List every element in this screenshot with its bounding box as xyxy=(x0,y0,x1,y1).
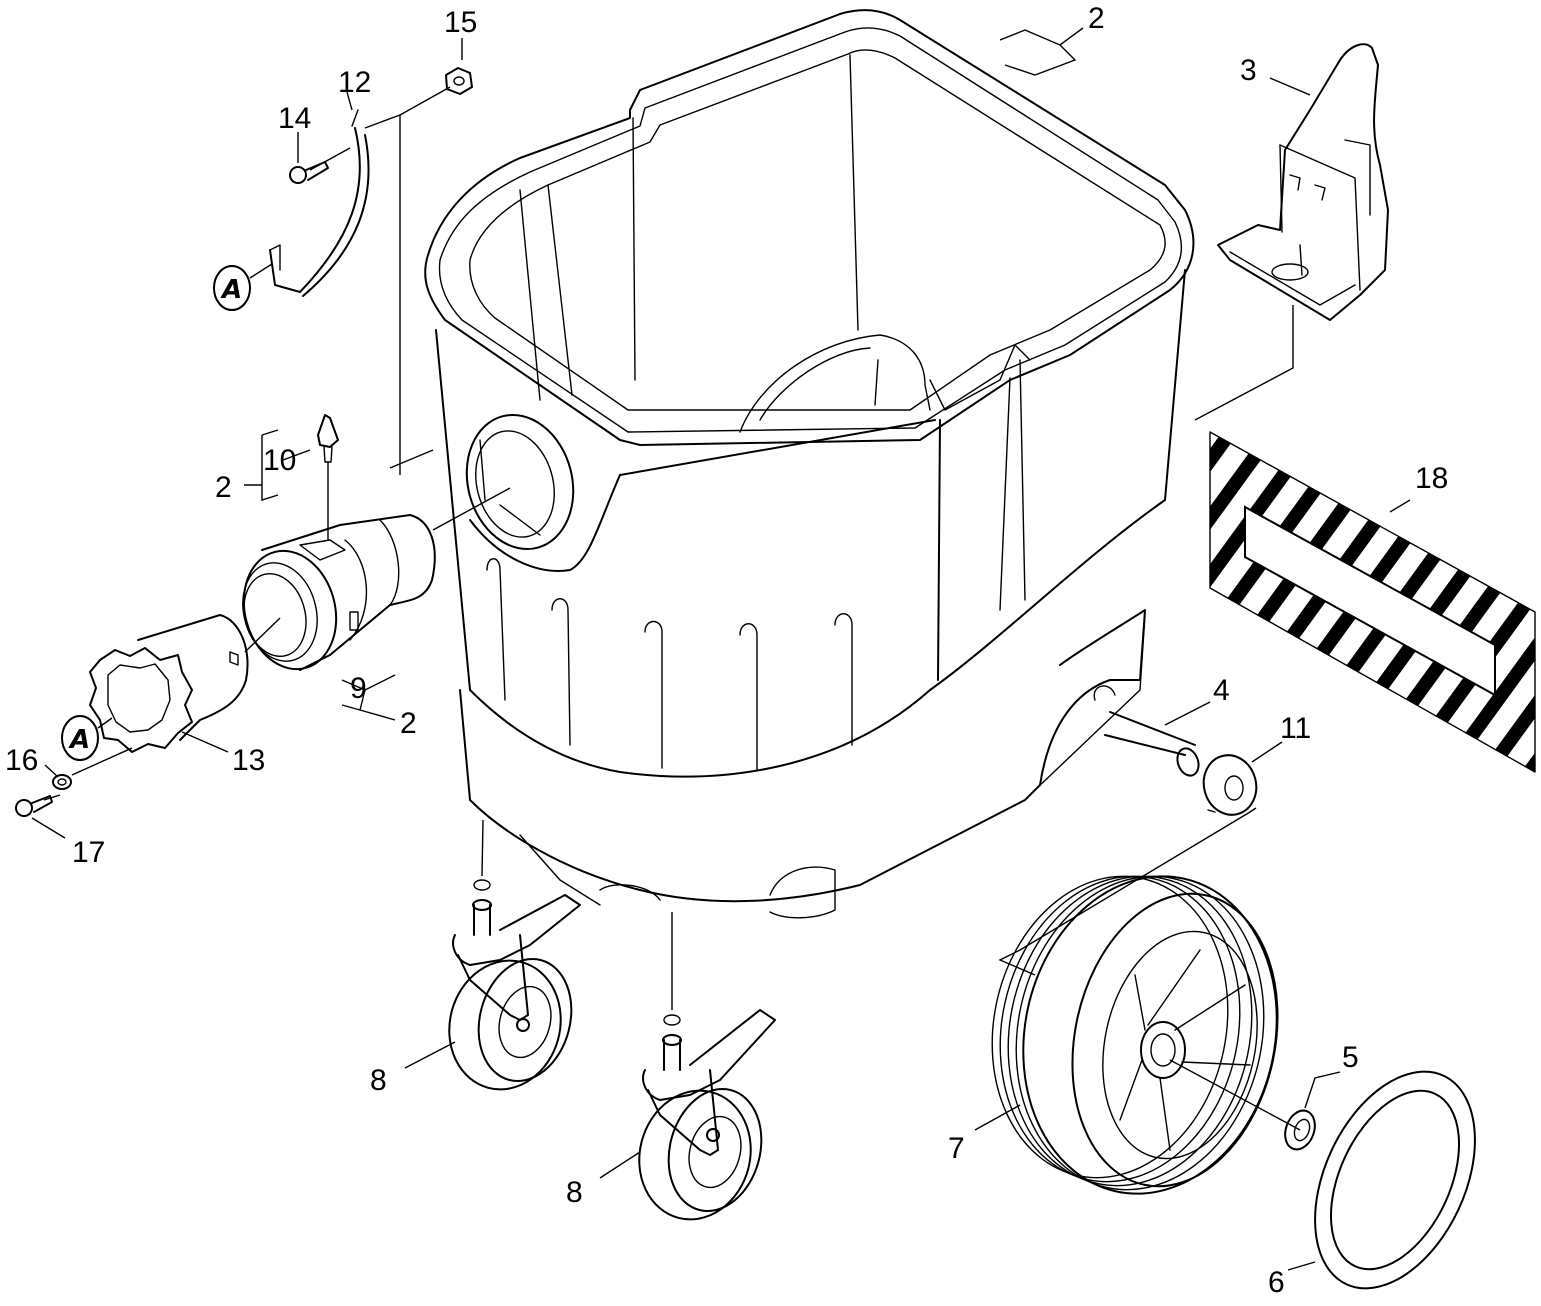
callout-12: 12 xyxy=(338,66,371,99)
callout-2-ten: 2 xyxy=(215,471,232,504)
callout-5: 5 xyxy=(1342,1041,1359,1074)
callout-11: 11 xyxy=(1280,712,1311,745)
callout-8-left: 8 xyxy=(370,1064,387,1097)
hazard-stripe xyxy=(814,380,1151,820)
callout-2-top: 2 xyxy=(1088,2,1105,35)
callout-13: 13 xyxy=(232,744,265,777)
hazard-stripe xyxy=(1210,432,1319,772)
hazard-stripe xyxy=(1210,432,1277,772)
leader-lines xyxy=(31,27,1411,1271)
callout-2-nine: 2 xyxy=(400,707,417,740)
part-8-castor-right xyxy=(638,1009,776,1221)
part-14-screw xyxy=(289,161,329,184)
callout-18: 18 xyxy=(1415,462,1448,495)
detail-mark-upper: A xyxy=(213,263,273,311)
callout-8-right: 8 xyxy=(566,1176,583,1209)
callout-17: 17 xyxy=(72,836,105,869)
part-4-axle xyxy=(1104,711,1200,777)
part-17-screw xyxy=(15,795,53,817)
part-12-clip xyxy=(269,109,370,297)
hazard-stripe xyxy=(1210,432,1361,772)
part-7-wheel xyxy=(991,875,1279,1195)
part-15-nut xyxy=(445,67,473,95)
hazard-stripe xyxy=(1402,432,1535,772)
part-8-castor-left xyxy=(448,879,581,1091)
detail-mark-upper-text: A xyxy=(220,275,242,305)
detail-mark-lower-text: A xyxy=(68,725,90,755)
callout-numbers: 2 3 18 4 11 5 6 7 8 8 9 2 10 2 12 13 14 … xyxy=(5,2,1448,1299)
hazard-stripe xyxy=(1444,432,1535,772)
part-16-washer xyxy=(52,774,72,790)
callout-14: 14 xyxy=(278,102,311,135)
callout-6: 6 xyxy=(1268,1266,1285,1299)
callout-9: 9 xyxy=(350,672,367,705)
callout-10: 10 xyxy=(263,444,296,477)
part-11-spacer xyxy=(1202,754,1258,816)
part-3-holder xyxy=(1217,43,1389,321)
part-13-retaining-nut xyxy=(89,614,249,753)
detail-mark-lower: A xyxy=(61,715,113,761)
callout-3: 3 xyxy=(1240,54,1257,87)
callout-16: 16 xyxy=(5,744,38,777)
callout-4: 4 xyxy=(1213,674,1230,707)
part-10-valve xyxy=(317,414,339,540)
part-6-hub-cap xyxy=(1314,1070,1476,1290)
part-9-inlet-socket xyxy=(242,514,436,671)
callout-15: 15 xyxy=(444,6,477,39)
callout-7: 7 xyxy=(948,1132,965,1165)
tank-body xyxy=(424,9,1195,919)
